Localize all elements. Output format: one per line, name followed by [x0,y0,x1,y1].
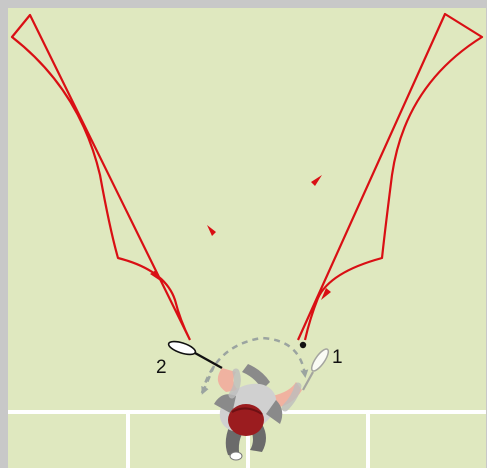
position-2-label: 2 [156,357,167,378]
position-1-label: 1 [332,347,343,368]
shuttle-contact-dot-icon [300,342,306,348]
